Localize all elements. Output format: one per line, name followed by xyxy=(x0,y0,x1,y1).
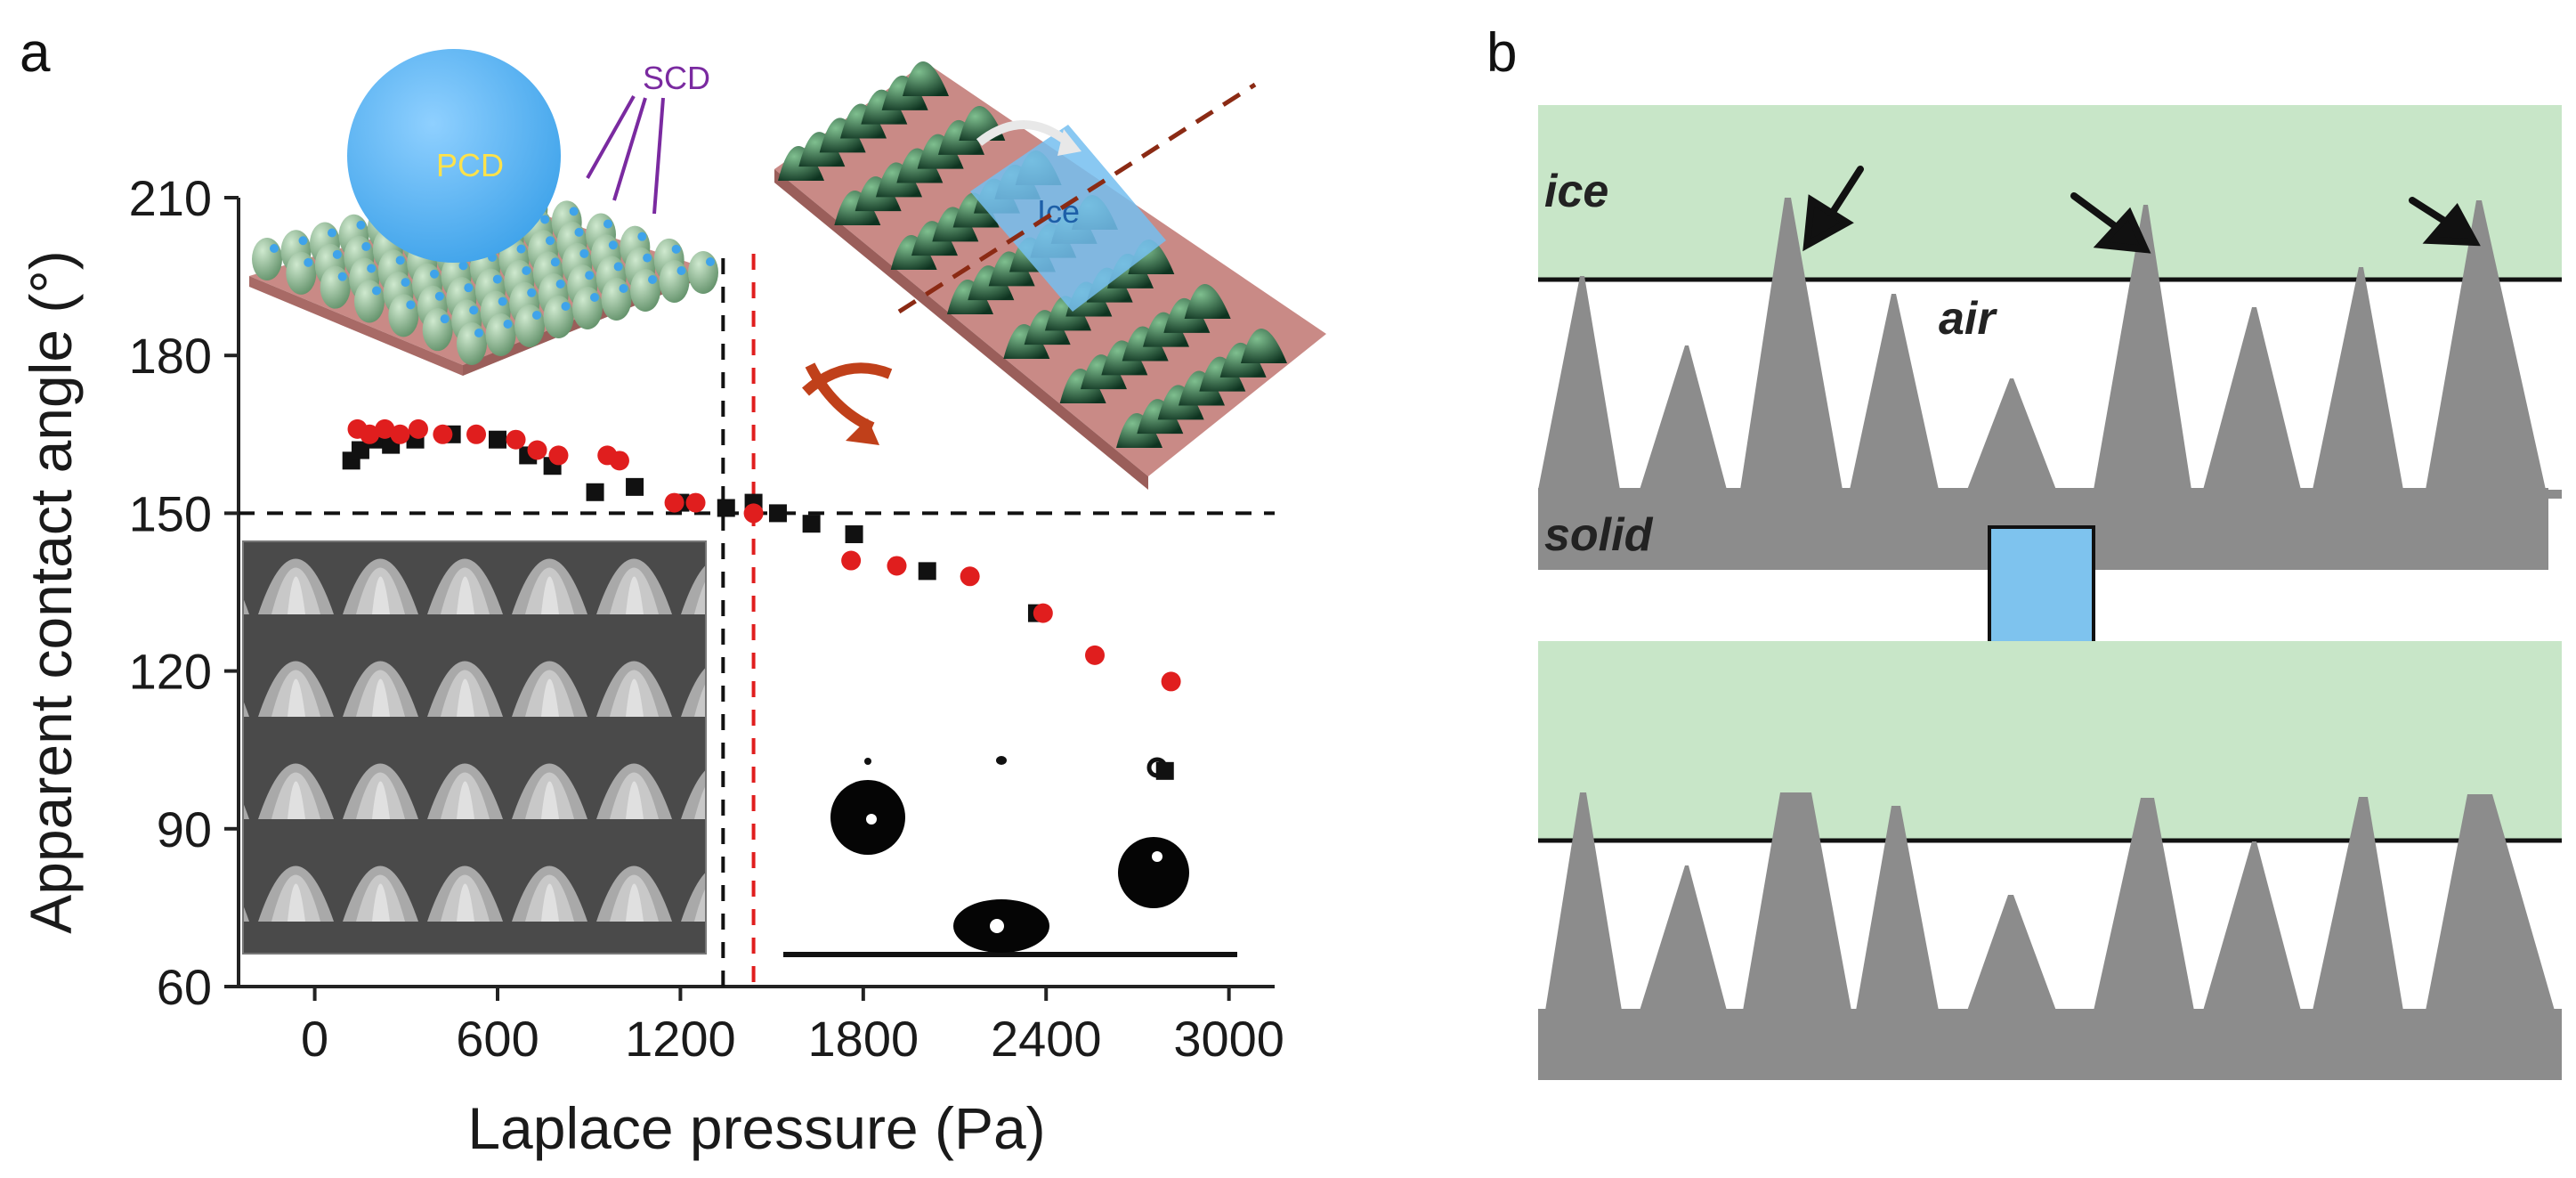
data-point-circle xyxy=(360,424,380,444)
y-tick-label: 60 xyxy=(157,959,212,1015)
data-point-square xyxy=(802,515,821,533)
solid-base-bottom xyxy=(1538,1009,2562,1080)
x-ticks: 0 600 1200 1800 2400 3000 xyxy=(301,987,1284,1067)
data-point-circle xyxy=(743,503,764,524)
x-tick-label: 2400 xyxy=(991,1011,1102,1067)
y-tick-label: 150 xyxy=(129,485,212,541)
y-tick-label: 90 xyxy=(157,801,212,857)
stress-arrows xyxy=(1802,166,2481,254)
data-point-circle xyxy=(390,424,410,444)
data-point-circle xyxy=(506,429,526,450)
data-point-circle xyxy=(887,556,907,576)
ice-illustration: Ice xyxy=(774,61,1326,490)
data-point-circle xyxy=(1033,603,1053,623)
data-point-square xyxy=(1155,761,1174,780)
data-point-circle xyxy=(841,550,862,571)
ice-layer-top xyxy=(1538,105,2562,280)
pcd-scd-illustration: PCD SCD xyxy=(249,49,718,376)
data-point-circle xyxy=(664,492,685,513)
data-point-circle xyxy=(527,440,547,460)
data-point-circle xyxy=(466,424,487,444)
data-point-square xyxy=(768,504,787,523)
panel-label-b: b xyxy=(1486,22,1517,84)
solid-text: solid xyxy=(1544,509,1654,561)
x-tick-label: 1800 xyxy=(808,1011,919,1067)
y-tick-label: 210 xyxy=(129,170,212,226)
ice-layer-bottom xyxy=(1538,641,2562,841)
x-tick-label: 0 xyxy=(301,1011,328,1067)
ice-text: ice xyxy=(1544,166,1608,217)
data-point-circle xyxy=(685,492,706,513)
pcd-label: PCD xyxy=(436,147,504,183)
data-point-circle xyxy=(433,424,453,444)
sem-image xyxy=(242,540,707,955)
panel-label-a: a xyxy=(20,22,51,84)
data-point-circle xyxy=(375,418,395,439)
data-point-square xyxy=(351,441,369,459)
data-point-square xyxy=(626,477,644,496)
air-text: air xyxy=(1939,293,1997,345)
data-point-circle xyxy=(609,451,629,471)
x-axis-title: Laplace pressure (Pa) xyxy=(467,1095,1045,1161)
solid-cones-top xyxy=(1538,198,2562,499)
scd-label: SCD xyxy=(643,60,710,96)
data-point-circle xyxy=(1085,645,1106,665)
data-point-circle xyxy=(960,566,980,587)
data-point-circle xyxy=(408,418,428,439)
y-tick-label: 120 xyxy=(129,644,212,700)
data-point-circle xyxy=(548,445,569,466)
panel-b: b ice air solid xyxy=(1486,22,2562,1080)
droplet-images xyxy=(783,756,1237,957)
series-circles xyxy=(347,418,1181,692)
data-point-square xyxy=(586,483,604,501)
data-point-square xyxy=(845,525,863,544)
x-tick-label: 3000 xyxy=(1173,1011,1284,1067)
data-point-square xyxy=(717,499,735,517)
data-point-square xyxy=(489,430,506,449)
y-ticks: 60 90 120 150 180 210 xyxy=(129,170,239,1015)
y-tick-label: 180 xyxy=(129,328,212,384)
solid-cones-bottom xyxy=(1538,792,2562,1020)
y-axis-title: Apparent contact angle (°) xyxy=(18,250,84,934)
data-point-circle xyxy=(1161,671,1181,692)
x-tick-label: 1200 xyxy=(625,1011,736,1067)
x-tick-label: 600 xyxy=(456,1011,539,1067)
data-point-square xyxy=(918,562,936,581)
